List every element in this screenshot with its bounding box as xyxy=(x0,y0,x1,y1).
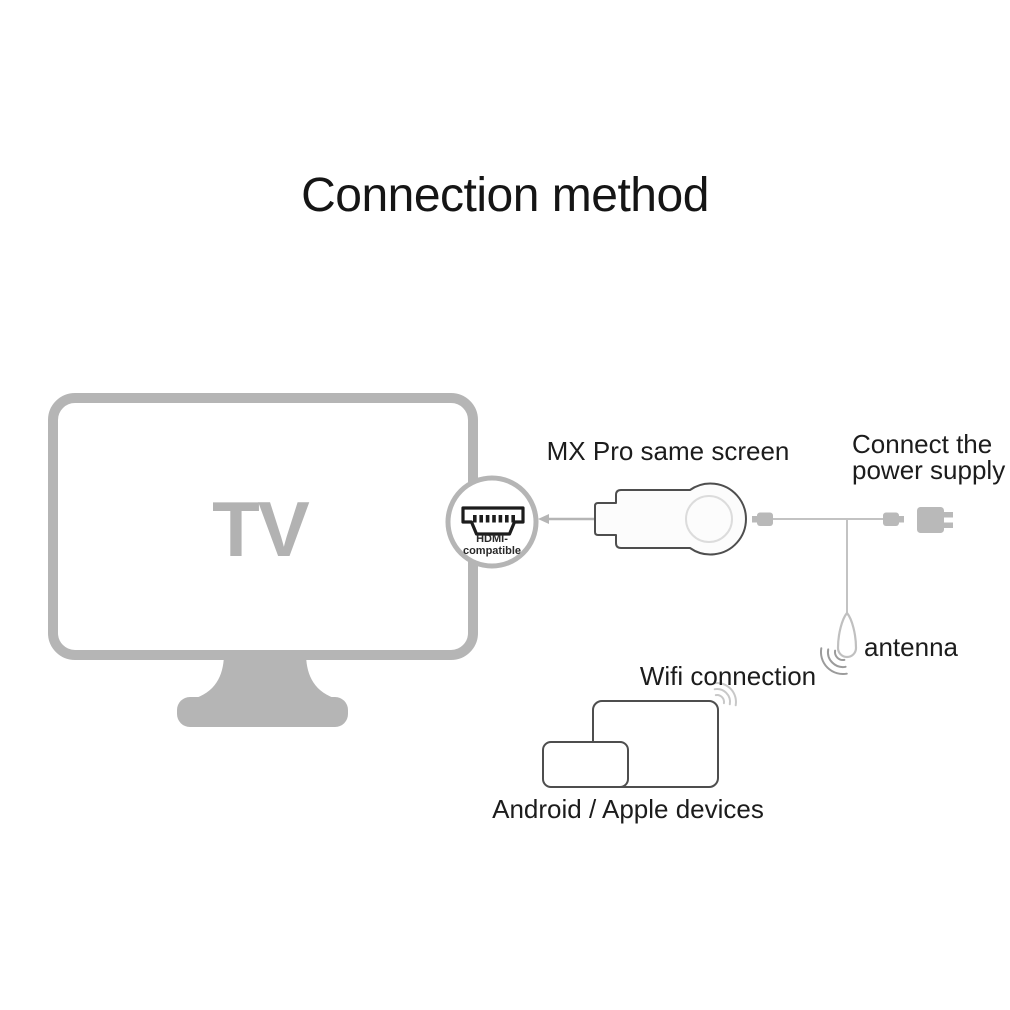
usb-connector-right-icon xyxy=(883,512,904,526)
hdmi-label-line2: compatible xyxy=(462,544,522,557)
hdmi-compatible-label: HDMI- compatible xyxy=(442,533,542,557)
dongle-to-tv-arrow-icon xyxy=(538,514,594,524)
tv-stand-base xyxy=(177,697,348,727)
dongle-body xyxy=(594,482,747,556)
hdmi-label-line1: HDMI- xyxy=(476,533,508,545)
usb-connector-left-icon xyxy=(752,512,773,526)
antenna-drop xyxy=(836,611,858,659)
tv-stand-neck xyxy=(196,653,334,698)
antenna-wifi-waves-icon xyxy=(819,647,848,676)
dongle-inner-ring xyxy=(685,495,733,543)
tv-label: TV xyxy=(212,485,310,573)
phone-icon xyxy=(542,741,629,788)
wifi-connection-label: Wifi connection xyxy=(639,661,817,691)
power-cable xyxy=(752,507,953,615)
device-wifi-waves-icon xyxy=(712,682,737,707)
mx-pro-label: MX Pro same screen xyxy=(546,436,790,466)
power-adapter-icon xyxy=(917,507,953,533)
hdmi-port-badge xyxy=(445,475,539,569)
power-label-line1: Connect the xyxy=(852,429,993,459)
power-supply-label: Connect the power supply xyxy=(852,431,1005,483)
devices-label: Android / Apple devices xyxy=(492,794,764,824)
hdmi-pins xyxy=(473,515,515,523)
page-title: Connection method xyxy=(301,169,709,222)
mobile-devices-icon xyxy=(542,682,737,788)
hdmi-icon xyxy=(461,506,525,536)
power-label-line2: power supply xyxy=(852,455,1006,485)
antenna-icon xyxy=(819,611,858,676)
antenna-label: antenna xyxy=(864,632,958,662)
mx-pro-dongle-icon xyxy=(594,482,747,556)
